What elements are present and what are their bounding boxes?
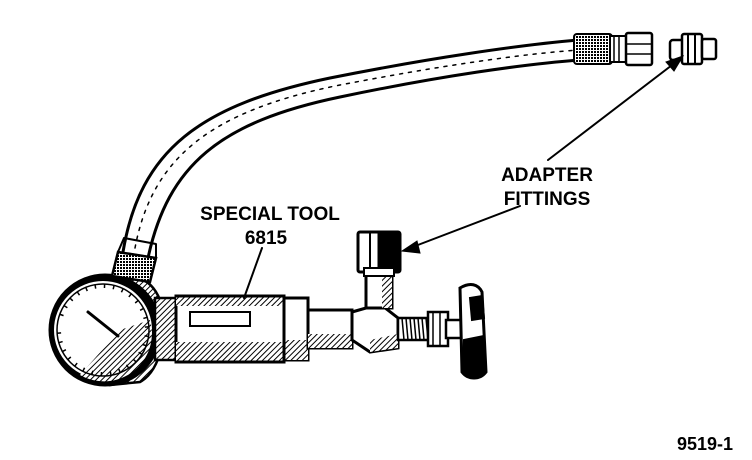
gauge-tick bbox=[128, 293, 132, 298]
adapter-fitting-loose bbox=[668, 32, 718, 66]
pressure-gauge bbox=[48, 273, 165, 387]
gauge-hose-collar bbox=[110, 237, 158, 284]
special-tool-label-line1: SPECIAL TOOL bbox=[200, 204, 340, 225]
tool-body bbox=[153, 294, 354, 364]
gauge-tick bbox=[91, 370, 94, 375]
thread-line bbox=[417, 317, 421, 341]
figure-number: 9519-1 bbox=[677, 434, 733, 454]
thread-line bbox=[409, 317, 413, 341]
valve-t-handle bbox=[458, 283, 488, 380]
hose bbox=[121, 38, 582, 260]
thread-line bbox=[405, 317, 409, 341]
gauge-tick bbox=[143, 316, 148, 320]
hose-end-ferrule bbox=[573, 31, 654, 67]
gauge-tick bbox=[63, 304, 68, 309]
gauge-tick bbox=[144, 335, 149, 338]
gauge-tick bbox=[120, 288, 124, 293]
gauge-needle bbox=[86, 310, 120, 338]
stem-threads bbox=[401, 317, 429, 341]
gauge-tick bbox=[138, 351, 143, 356]
gauge-tick bbox=[76, 291, 81, 296]
adapter-label-line2: FITTINGS bbox=[504, 189, 591, 210]
valve-stem bbox=[396, 310, 464, 348]
gauge-tick bbox=[74, 362, 78, 367]
special-tool-label-line2: 6815 bbox=[245, 228, 288, 249]
gauge-tick bbox=[62, 349, 67, 353]
thread-line bbox=[401, 317, 405, 341]
gauge-tick bbox=[85, 287, 88, 292]
gauge-tick bbox=[82, 367, 86, 372]
gauge-tick bbox=[59, 313, 64, 317]
adapter-label-line1: ADAPTER bbox=[501, 165, 593, 186]
tee-fitting bbox=[350, 270, 400, 354]
gauge-tick bbox=[94, 284, 97, 289]
adapter-fitting-mounted bbox=[356, 230, 402, 277]
gauge-tick bbox=[67, 356, 72, 361]
gauge-tick bbox=[109, 371, 112, 376]
gauge-tick bbox=[112, 285, 115, 290]
gauge-ticks bbox=[57, 284, 149, 376]
gauge-tick bbox=[142, 343, 147, 347]
gauge-tick bbox=[69, 297, 74, 302]
gauge-tick bbox=[139, 307, 144, 311]
gauge-tick bbox=[118, 368, 121, 373]
callout-adapter-fittings: ADAPTER FITTINGS bbox=[400, 55, 685, 254]
gauge-tick bbox=[125, 364, 130, 369]
thread-line bbox=[421, 317, 425, 341]
gauge-tick bbox=[132, 358, 137, 363]
gauge-tick bbox=[58, 340, 63, 344]
callout-special-tool: SPECIAL TOOL 6815 bbox=[200, 204, 340, 299]
gauge-tick bbox=[134, 299, 139, 304]
thread-line bbox=[413, 317, 417, 341]
